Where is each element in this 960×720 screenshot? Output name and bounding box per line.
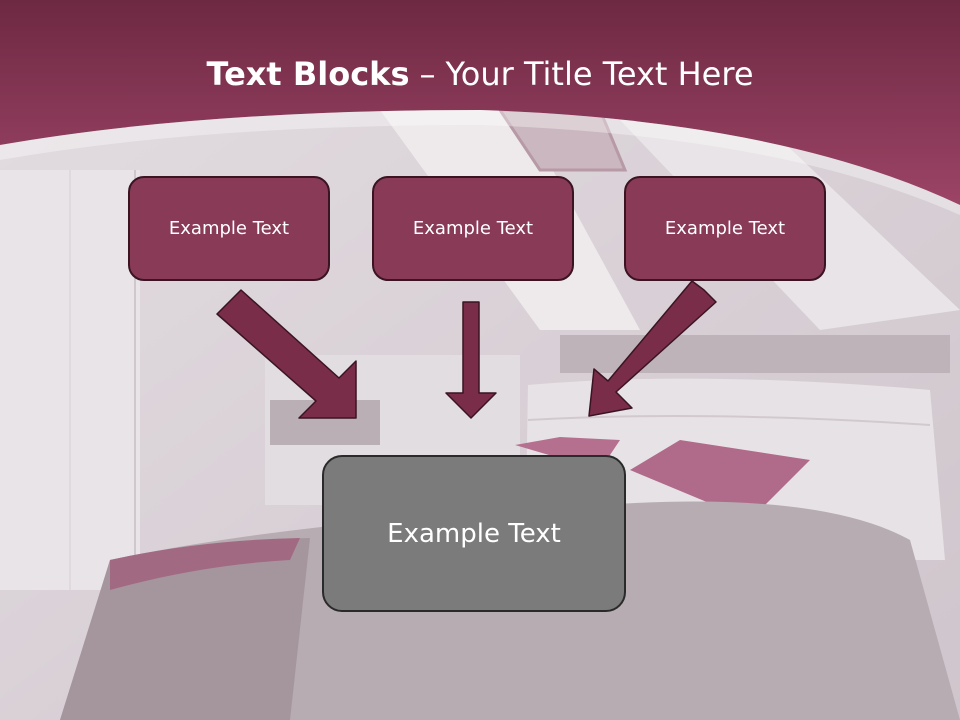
arrow-right [588, 280, 717, 417]
arrow-left [216, 289, 357, 419]
text-block-3: Example Text [624, 176, 826, 281]
arrow-center [445, 301, 497, 419]
title-rest: Your Title Text Here [445, 55, 754, 93]
title-separator: – [419, 55, 436, 93]
text-block-1: Example Text [128, 176, 330, 281]
title-bold: Text Blocks [206, 55, 410, 93]
slide-title: Text Blocks–Your Title Text Here [0, 52, 960, 96]
target-block: Example Text [322, 455, 626, 612]
text-block-2: Example Text [372, 176, 574, 281]
